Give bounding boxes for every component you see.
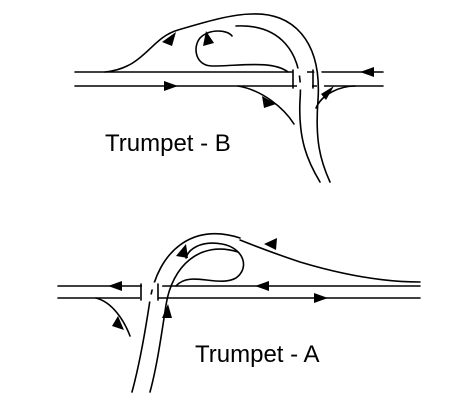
trumpet-b-arrow-loop — [203, 31, 214, 46]
trumpet-a-label: Trumpet - A — [195, 341, 320, 368]
trumpet-a-arrow-eastbound — [314, 293, 328, 303]
trumpet-a-arrow-left-ramp — [112, 316, 124, 330]
trumpet-a-loop-ramp — [175, 242, 245, 287]
trumpet-a-arrow-loop — [176, 244, 188, 258]
trumpet-b-diagram — [74, 10, 384, 183]
trumpet-a-stem-inner — [149, 248, 239, 393]
trumpet-b-right-merge-ramp — [315, 85, 356, 109]
trumpet-a-arrow-right-ramp — [264, 238, 277, 250]
trumpet-b-arrow-eastbound — [164, 81, 178, 91]
trumpet-b-stem-outer — [251, 13, 331, 183]
trumpet-b-loop-ramp — [195, 30, 289, 73]
trumpet-b-left-merge-ramp — [237, 85, 295, 125]
trumpet-b-stem-inner — [235, 25, 321, 183]
trumpet-b-diverge-ramp — [104, 13, 253, 73]
trumpet-b-label: Trumpet - B — [105, 130, 231, 157]
trumpet-a-arrow-westbound — [108, 281, 122, 291]
trumpet-a-diagram — [57, 230, 421, 393]
trumpet-a-arrow-westbound-2 — [255, 281, 269, 291]
trumpet-a-right-ramp — [239, 239, 421, 283]
trumpet-a-arrow-stem — [162, 304, 172, 318]
trumpet-b-arrow-diverge — [162, 32, 176, 46]
trumpet-b-arrow-stem-exit — [262, 96, 276, 108]
trumpet-b-arrow-westbound — [360, 67, 374, 77]
trumpet-b-arrow-merge — [321, 86, 334, 100]
trumpet-a-left-ramp — [95, 297, 131, 337]
